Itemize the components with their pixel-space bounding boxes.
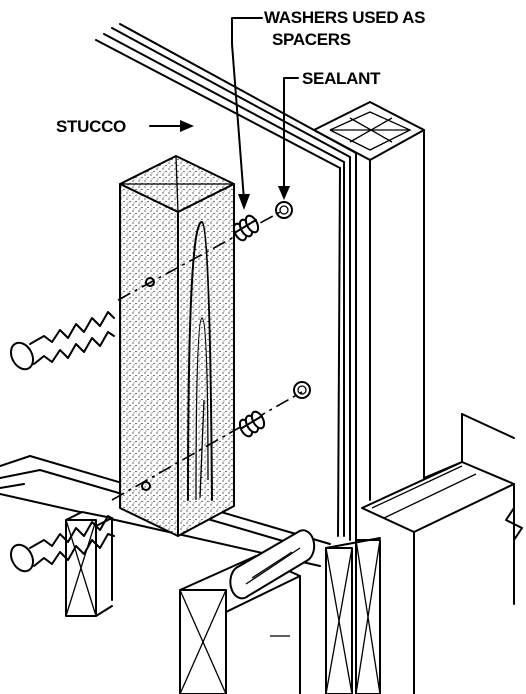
wall-layers	[95, 23, 357, 541]
leaders	[149, 17, 299, 210]
lower-bolt-assembly	[9, 381, 311, 573]
lower-lag-bolt	[9, 481, 151, 573]
stud-post	[313, 101, 425, 501]
washers-label-line1: WASHERS USED AS	[264, 8, 425, 27]
washers-label-line2: SPACERS	[272, 30, 351, 49]
upper-sealant-ring	[275, 201, 293, 219]
floor-framing	[325, 413, 523, 694]
stucco-label: STUCCO	[56, 117, 126, 136]
joist-blocks	[65, 511, 316, 694]
sealant-label: SEALANT	[302, 69, 381, 88]
upper-lag-bolt	[9, 277, 155, 371]
upper-bolt-assembly	[9, 201, 293, 371]
stippled-post	[119, 155, 235, 537]
upper-washer-stack	[232, 214, 260, 242]
lower-washer-stack	[238, 410, 266, 438]
lower-sealant-ring	[293, 381, 311, 399]
